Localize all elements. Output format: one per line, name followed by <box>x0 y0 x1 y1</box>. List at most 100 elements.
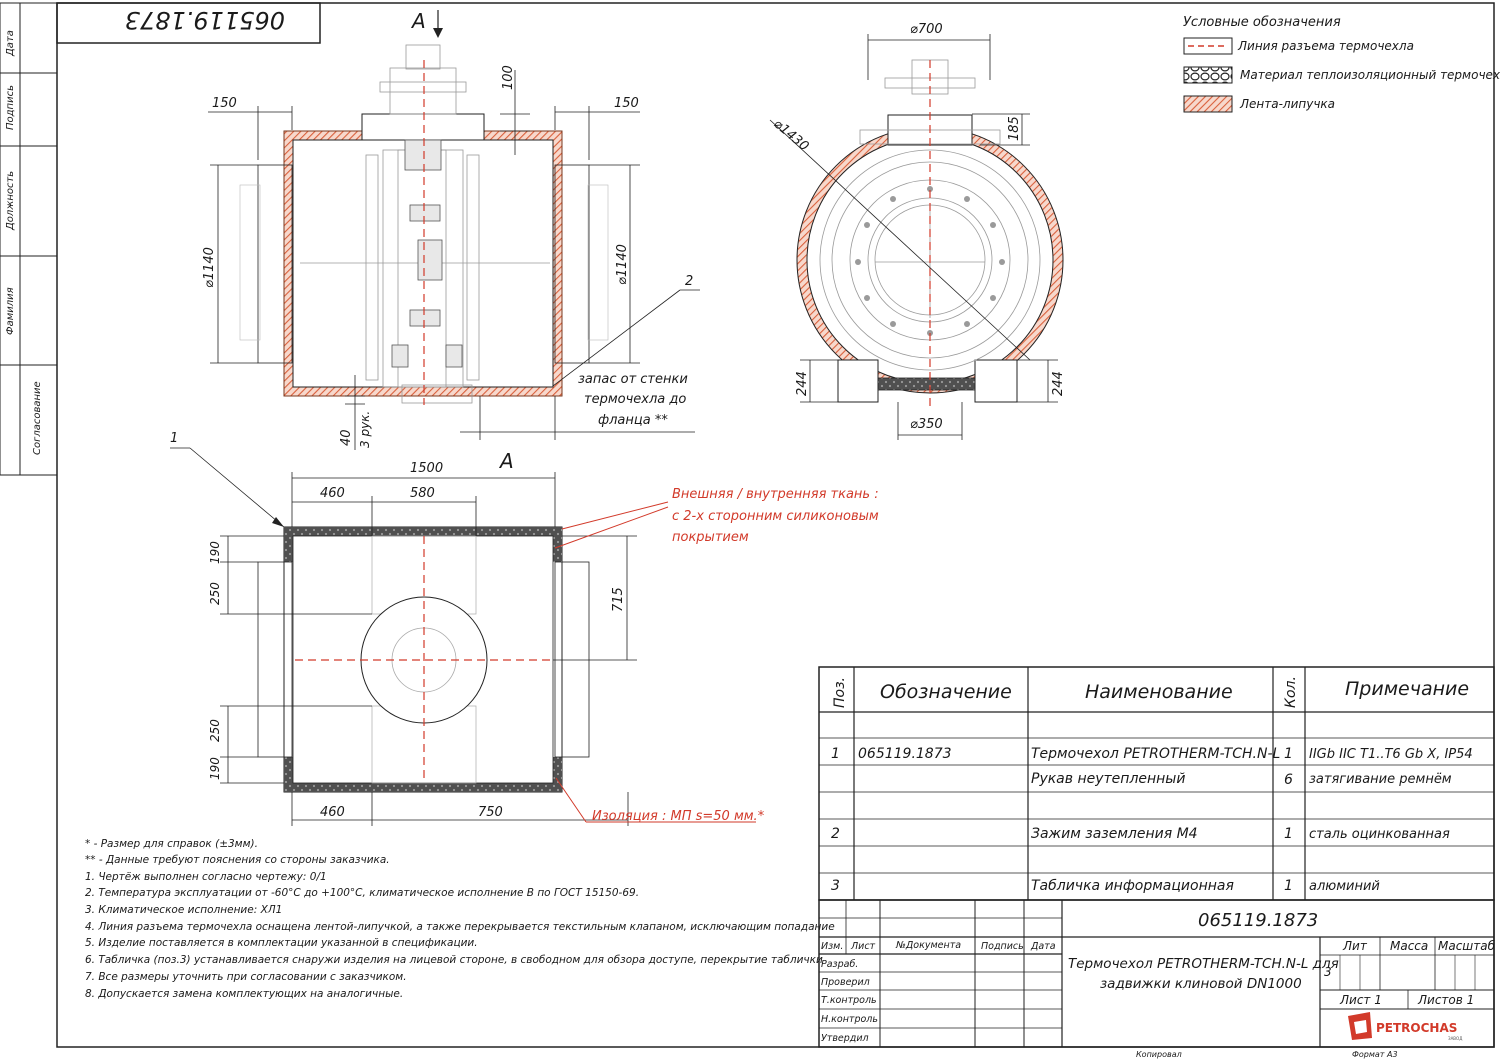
tb-col-sheet: Лист <box>850 941 876 952</box>
company-name: PETROCHAS <box>1376 1021 1457 1035</box>
dim-1140-right: ⌀1140 <box>615 244 630 285</box>
note-line: 5. Изделие поставляется в комплектации у… <box>85 937 478 949</box>
tb-col-date: Дата <box>1030 941 1056 952</box>
legend-item-insulation: Материал теплоизоляционный термочехла <box>1240 68 1500 82</box>
tb-role-ncontrol: Н.контроль <box>821 1014 878 1025</box>
spec-row-qty: 1 <box>1284 826 1293 842</box>
spec-head-pos: Поз. <box>832 677 848 708</box>
callout-1: 1 <box>170 431 178 446</box>
format-label: Формат А3 <box>1352 1050 1398 1059</box>
view-a-marker: А <box>410 9 443 38</box>
spec-row-name: Термочехол PETROTHERM-TCH.N-L <box>1031 746 1280 762</box>
spec-head-name: Наименование <box>1085 681 1233 703</box>
note-line: 2. Температура эксплуатации от -60°С до … <box>85 887 639 899</box>
dim-150-left: 150 <box>212 96 237 111</box>
dim-190-bottom: 190 <box>208 757 222 780</box>
tb-sheet: Лист 1 <box>1339 993 1382 1007</box>
red-note-line-3: покрытием <box>672 530 749 545</box>
callout-2: 2 <box>685 274 693 289</box>
front-note-line-1: запас от стенки <box>578 372 688 387</box>
front-note-line-3: фланца ** <box>598 413 668 428</box>
spec-head-qty: Кол. <box>1283 676 1299 708</box>
spec-row-pos: 2 <box>831 826 840 842</box>
title-code: 065119.1873 <box>1198 910 1318 931</box>
dim-244-right: 244 <box>1051 371 1066 396</box>
dim-750: 750 <box>478 805 503 820</box>
dim-580: 580 <box>410 486 435 501</box>
title-line-2: задвижки клиновой DN1000 <box>1100 976 1302 992</box>
sheet-frame <box>56 2 1495 1048</box>
dim-150-right: 150 <box>614 96 639 111</box>
dim-40: 40 <box>339 429 354 446</box>
dim-250-top: 250 <box>208 582 222 605</box>
tb-lit: Лит <box>1342 939 1368 953</box>
note-line: 8. Допускается замена комплектующих на а… <box>85 988 403 1000</box>
dim-1500: 1500 <box>410 461 443 476</box>
note-line: 4. Линия разъема термочехла оснащена лен… <box>85 921 835 933</box>
spec-row-note: алюминий <box>1309 879 1380 894</box>
strip-date: Дата <box>5 30 16 57</box>
notes-block: * - Размер для справок (±3мм). ** - Данн… <box>85 838 835 1000</box>
tb-sheets: Листов 1 <box>1417 993 1474 1007</box>
dim-100: 100 <box>501 65 516 90</box>
spec-row-name: Зажим заземления М4 <box>1031 826 1198 842</box>
tb-col-sign: Подпись <box>981 941 1024 952</box>
dim-460-bottom: 460 <box>320 805 345 820</box>
company-logo: PETROCHAS ЗАВОД <box>1348 1012 1462 1041</box>
legend-item-split: Линия разъема термочехла <box>1237 39 1414 53</box>
stamp-code: 065119.1873 <box>125 6 285 34</box>
spec-row-note: затягивание ремнём <box>1309 772 1452 787</box>
copied-label: Копировал <box>1136 1050 1182 1059</box>
dim-244-left: 244 <box>795 371 810 396</box>
tb-mass: Масса <box>1390 939 1428 953</box>
dim-185: 185 <box>1007 116 1022 141</box>
title-line-1: Термочехол PETROTHERM-TCH.N-L для <box>1068 956 1339 972</box>
note-line: 1. Чертёж выполнен согласно чертежу: 0/1 <box>85 871 327 883</box>
note-line: 6. Табличка (поз.3) устанавливается снар… <box>85 954 823 966</box>
spec-head-note: Примечание <box>1345 678 1469 700</box>
note-line: 3. Климатическое исполнение: ХЛ1 <box>85 904 282 916</box>
legend-title: Условные обозначения <box>1183 15 1341 30</box>
front-view: 150 150 100 ⌀1140 ⌀1140 40 3 рук. 2 запа… <box>202 44 700 450</box>
tb-col-change: Изм. <box>821 941 843 952</box>
legend-item-tape: Лента-липучка <box>1239 97 1335 111</box>
tb-role-tcontrol: Т.контроль <box>821 995 877 1006</box>
tb-scale: Масштаб <box>1438 939 1496 953</box>
plan-view: А <box>170 431 879 826</box>
dim-350: ⌀350 <box>910 417 943 432</box>
spec-row-name: Табличка информационная <box>1031 878 1234 894</box>
dim-1140-left: ⌀1140 <box>202 247 217 288</box>
strip-signature: Подпись <box>5 85 16 130</box>
tb-lit-value: 3 <box>1324 965 1332 979</box>
spec-head-designation: Обозначение <box>880 681 1012 703</box>
company-sub: ЗАВОД <box>1448 1036 1462 1041</box>
spec-row-note: сталь оцинкованная <box>1309 827 1450 842</box>
strip-approval: Согласование <box>32 381 43 455</box>
note-line: ** - Данные требуют пояснения со стороны… <box>85 854 390 866</box>
red-note-line-2: с 2-х сторонним силиконовым <box>672 509 879 524</box>
red-note-line-1: Внешняя / внутренняя ткань : <box>672 487 879 502</box>
note-line: * - Размер для справок (±3мм). <box>85 838 258 850</box>
dim-460-top: 460 <box>320 486 345 501</box>
spec-row-note: IIGb IIC T1..T6 Gb X, IP54 <box>1309 747 1473 762</box>
tb-role-approver: Утвердил <box>821 1033 869 1044</box>
dim-700: ⌀700 <box>910 22 943 37</box>
strip-surname: Фамилия <box>5 287 16 335</box>
tb-role-checker: Проверил <box>821 977 870 988</box>
strip-position: Должность <box>5 171 16 231</box>
spec-row-qty: 6 <box>1284 772 1293 788</box>
stamp-box: 065119.1873 <box>56 2 321 44</box>
red-iso-note: Изоляция : МП s=50 мм.* <box>592 809 765 824</box>
dim-1430: ⌀1430 <box>770 117 811 155</box>
dim-3-ruk: 3 рук. <box>358 411 372 448</box>
title-block <box>818 899 1495 1048</box>
tb-role-developer: Разраб. <box>821 959 858 970</box>
left-strip <box>0 2 57 476</box>
front-note-line-2: термочехла до <box>584 392 686 407</box>
dim-715: 715 <box>611 587 626 612</box>
spec-row-name: Рукав неутепленный <box>1031 771 1185 787</box>
spec-row-qty: 1 <box>1284 878 1293 894</box>
note-line: 7. Все размеры уточнить при согласовании… <box>85 971 407 983</box>
dim-250-bottom: 250 <box>208 719 222 742</box>
